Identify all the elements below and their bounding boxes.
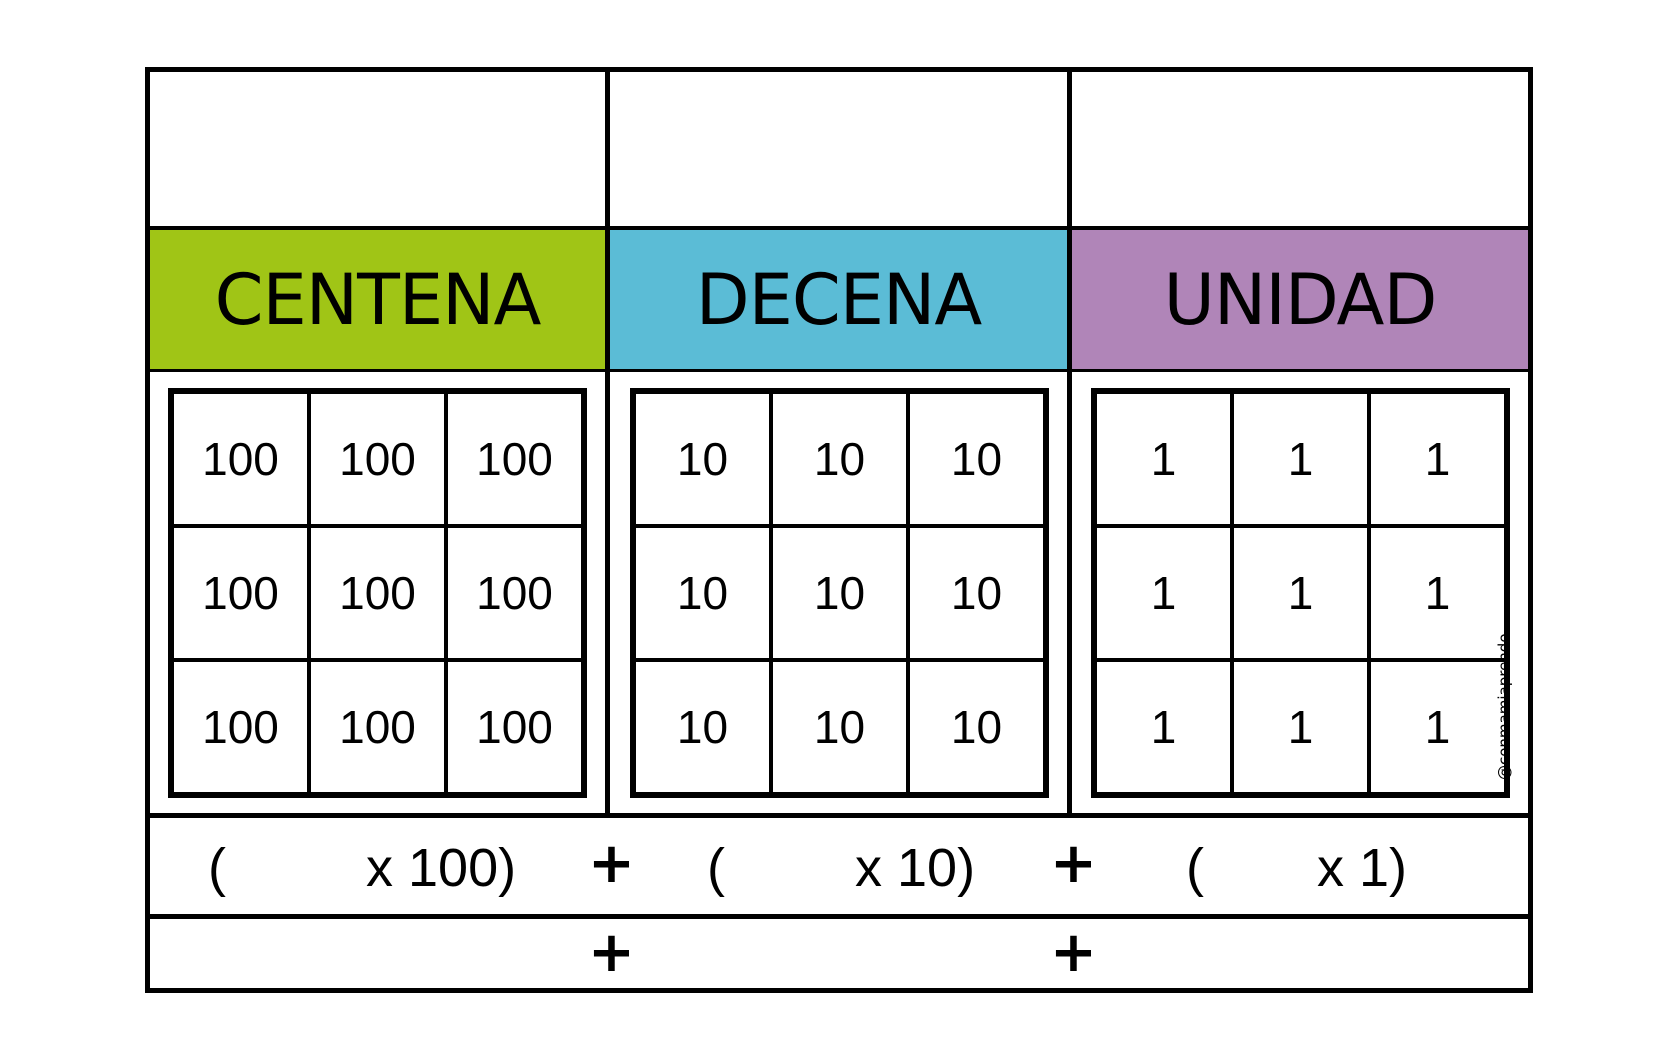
value-cell: 10 <box>908 526 1045 660</box>
value-cell: 100 <box>446 392 583 526</box>
value-cell: 100 <box>446 660 583 794</box>
header-decena: DECENA <box>610 230 1067 369</box>
value-cell: 1 <box>1232 392 1369 526</box>
value-cell: 100 <box>309 392 446 526</box>
value-cell: 10 <box>908 660 1045 794</box>
value-cell: 10 <box>634 392 771 526</box>
value-cell: 1 <box>1095 660 1232 794</box>
multiplier-decena: x 10) <box>855 838 976 898</box>
plus-sign: + <box>588 831 635 896</box>
plus-sign: + <box>588 920 635 985</box>
divider <box>145 813 1533 818</box>
value-cell: 1 <box>1095 526 1232 660</box>
value-cell: 10 <box>908 392 1045 526</box>
value-cell: 100 <box>172 526 309 660</box>
watermark: @conmamiaprendo <box>1495 633 1513 781</box>
multiplier-unidad: x 1) <box>1317 838 1408 898</box>
value-cell: 1 <box>1095 392 1232 526</box>
header-unidad: UNIDAD <box>1072 230 1528 369</box>
value-cell: 1 <box>1232 526 1369 660</box>
value-cell: 1 <box>1369 660 1506 794</box>
value-cell: 10 <box>634 660 771 794</box>
value-cell: 1 <box>1369 526 1506 660</box>
value-cell: 100 <box>309 526 446 660</box>
value-cell: 100 <box>446 526 583 660</box>
value-cell: 10 <box>771 526 908 660</box>
divider <box>1067 67 1072 815</box>
answer-box-unidad[interactable] <box>1072 72 1528 226</box>
value-cell: 10 <box>771 392 908 526</box>
value-cell: 100 <box>172 660 309 794</box>
divider <box>145 226 1533 231</box>
divider <box>605 67 610 815</box>
divider <box>145 367 1533 372</box>
answer-box-centena[interactable] <box>150 72 605 226</box>
plus-sign: + <box>1050 831 1097 896</box>
open-paren: ( <box>208 838 226 898</box>
value-cell: 100 <box>172 392 309 526</box>
place-value-table <box>145 67 1533 993</box>
value-cell: 10 <box>634 526 771 660</box>
answer-box-decena[interactable] <box>610 72 1067 226</box>
plus-sign: + <box>1050 920 1097 985</box>
open-paren: ( <box>1186 838 1204 898</box>
value-cell: 100 <box>309 660 446 794</box>
multiplier-centena: x 100) <box>366 838 517 898</box>
value-cell: 1 <box>1369 392 1506 526</box>
divider <box>145 914 1533 919</box>
value-cell: 10 <box>771 660 908 794</box>
open-paren: ( <box>707 838 725 898</box>
header-centena: CENTENA <box>150 230 605 369</box>
value-cell: 1 <box>1232 660 1369 794</box>
